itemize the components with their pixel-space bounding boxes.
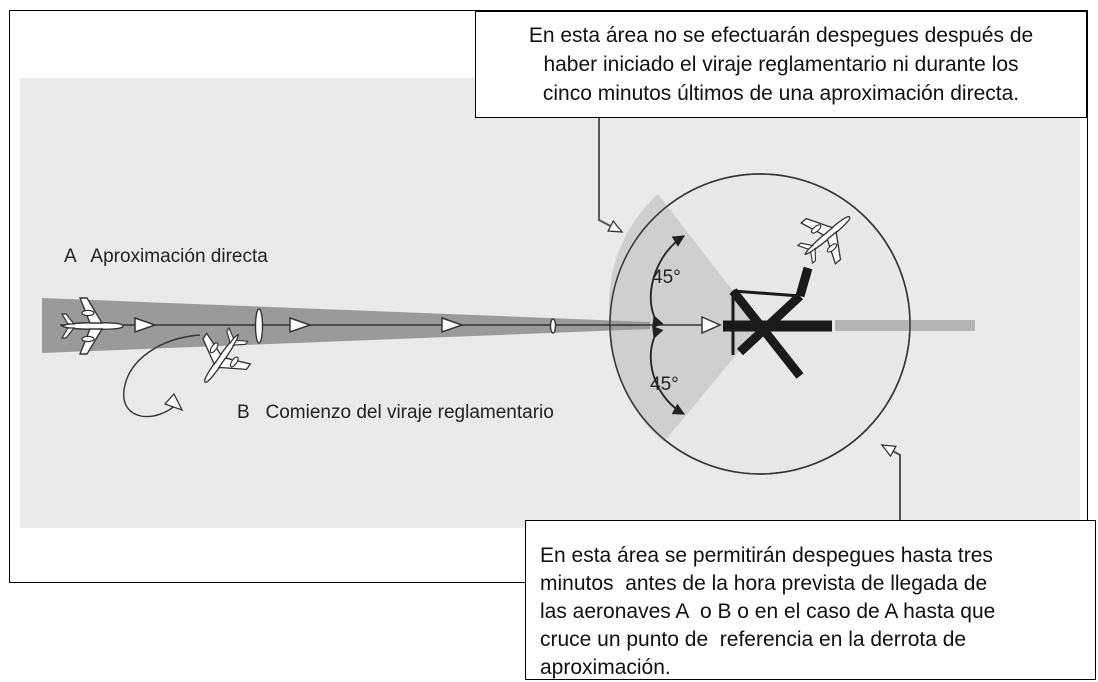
- note-bottom: En esta área se permitirán despegues has…: [525, 520, 1096, 680]
- marker-beacons: [254, 308, 557, 344]
- note-bottom-line: aproximación.: [540, 656, 671, 679]
- note-top: En esta área no se efectuarán despegues …: [475, 11, 1087, 118]
- procedure-turn-track: [123, 334, 201, 418]
- note-top-line: En esta área no se efectuarán despegues …: [528, 24, 1034, 47]
- note-bottom-line: minutos antes de la hora prevista de lle…: [540, 572, 988, 595]
- note-bottom-line: En esta área se permitirán despegues has…: [540, 544, 993, 567]
- angle-lower-label: 45°: [650, 374, 679, 395]
- runway: [723, 266, 832, 379]
- label-b: B Comienzo del viraje reglamentario: [237, 402, 554, 423]
- note-top-line: haber iniciado el viraje reglamentario n…: [543, 53, 1019, 76]
- note-bottom-line: las aeronaves A o B o en el caso de A ha…: [540, 600, 996, 623]
- note-bottom-line: cruce un punto de referencia en la derro…: [540, 628, 967, 651]
- note-top-line: cinco minutos últimos de una aproximació…: [542, 82, 1020, 105]
- background-panel: [20, 78, 1080, 528]
- departure-extension: [835, 320, 975, 331]
- angle-arcs: [649, 235, 686, 415]
- callout-pointer-top: [598, 118, 624, 233]
- callout-pointer-bottom: [880, 444, 901, 520]
- label-a: A Aproximación directa: [64, 246, 268, 267]
- angle-upper-label: 45°: [652, 267, 681, 288]
- track-arrows: [134, 315, 722, 335]
